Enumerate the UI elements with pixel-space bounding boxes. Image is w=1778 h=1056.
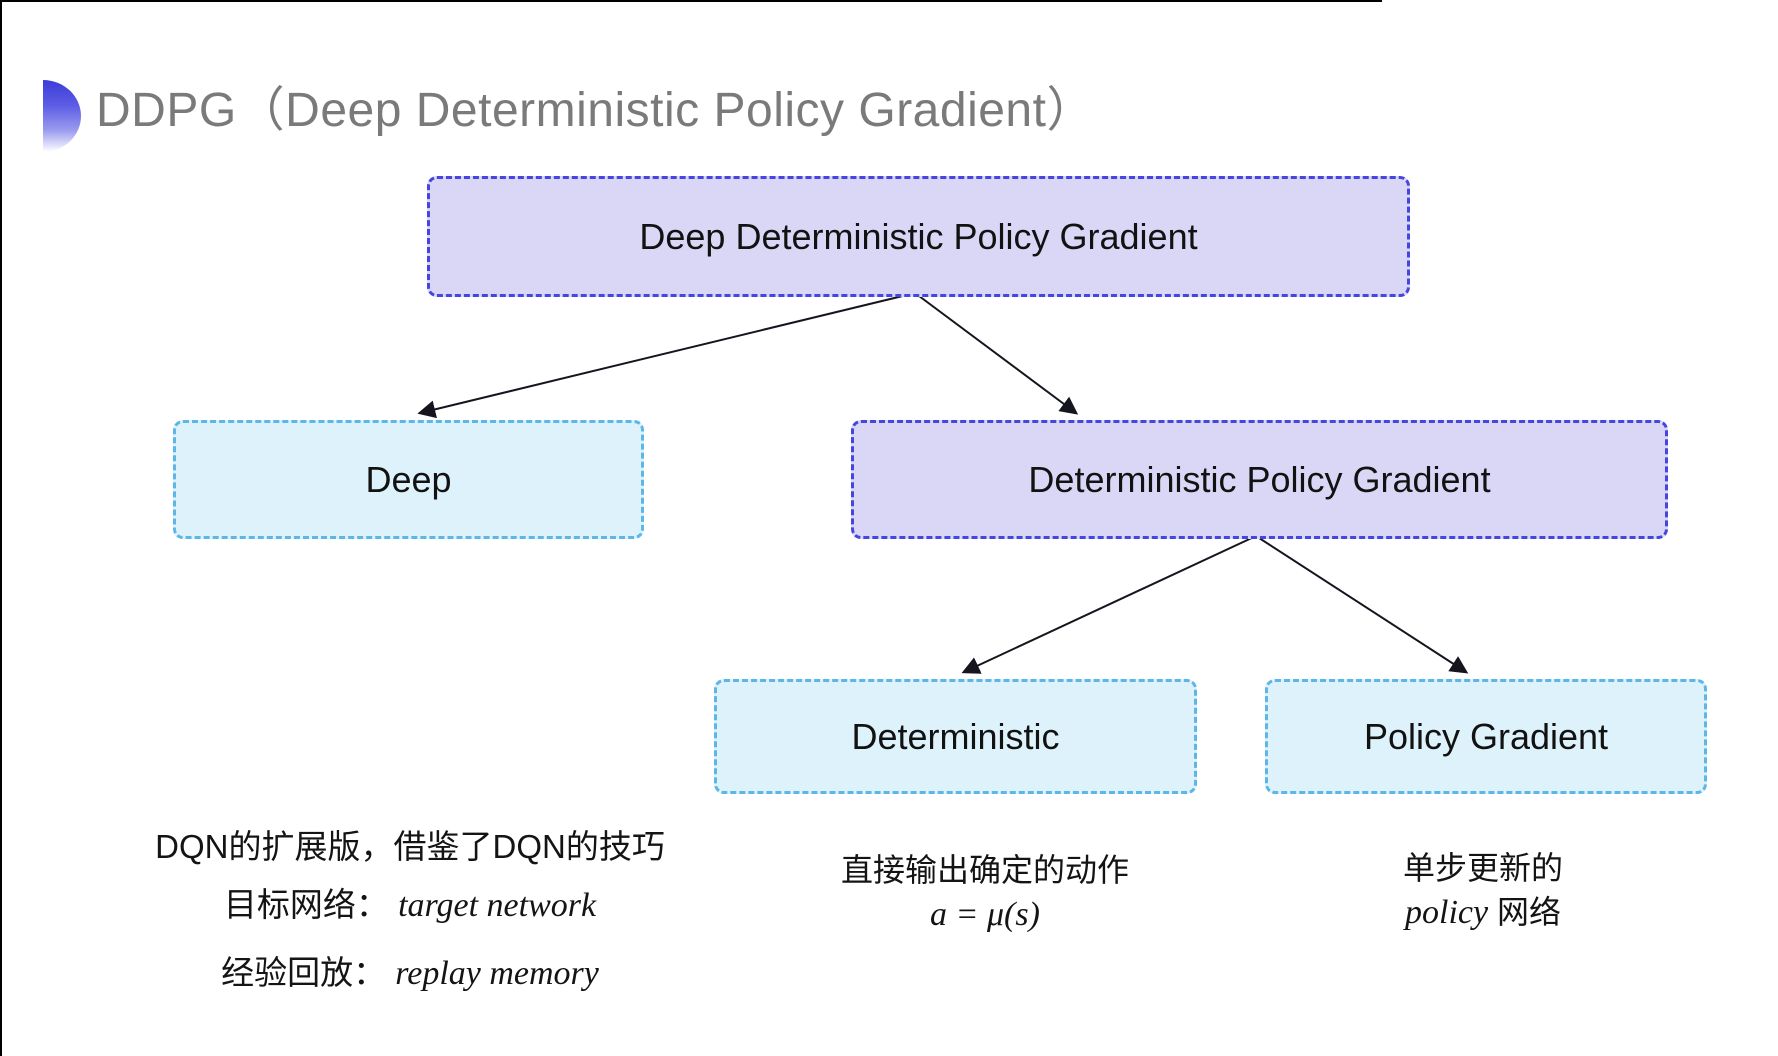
node-deterministic-policy-gradient: Deterministic Policy Gradient <box>851 420 1668 539</box>
node-policy-gradient-label: Policy Gradient <box>1363 715 1609 757</box>
notes-deterministic: 直接输出确定的动作 a = μ(s) <box>770 850 1200 935</box>
note-pg-line2: policy 网络 <box>1268 892 1698 933</box>
note-pg-suffix: 网络 <box>1488 894 1561 930</box>
note-deep-line2-label: 目标网络： <box>223 886 389 923</box>
note-pg-term: policy <box>1405 894 1489 931</box>
slide-left-border <box>0 0 2 1056</box>
note-deep-line1: DQN的扩展版，借鉴了DQN的技巧 <box>155 828 665 865</box>
arrow-dpg-to-deterministic <box>961 535 1257 674</box>
note-deep-line2-term: target network <box>398 887 597 924</box>
note-deep-line3-label: 经验回放： <box>221 954 387 991</box>
formula-a-mu-s: a = μ(s) <box>930 896 1040 933</box>
node-ddpg: Deep Deterministic Policy Gradient <box>427 176 1410 297</box>
note-det-formula: a = μ(s) <box>770 894 1200 935</box>
notes-deep: DQN的扩展版，借鉴了DQN的技巧 目标网络： target network 经… <box>120 826 700 995</box>
note-pg-line1: 单步更新的 <box>1402 850 1563 886</box>
notes-policy-gradient: 单步更新的 policy 网络 <box>1268 848 1698 933</box>
node-deterministic-label: Deterministic <box>851 715 1060 757</box>
note-deep-line3: 经验回放： replay memory <box>120 952 700 995</box>
note-deep-line3-term: replay memory <box>395 955 599 992</box>
node-deterministic: Deterministic <box>714 679 1197 794</box>
note-det-line1: 直接输出确定的动作 <box>840 852 1129 888</box>
node-dpg-label: Deterministic Policy Gradient <box>1028 458 1491 500</box>
note-deep-line2: 目标网络： target network <box>120 884 700 927</box>
arrow-root-to-deep <box>417 292 916 419</box>
node-ddpg-label: Deep Deterministic Policy Gradient <box>639 215 1198 257</box>
slide-top-border <box>0 0 1382 2</box>
node-deep: Deep <box>173 420 644 539</box>
node-policy-gradient: Policy Gradient <box>1265 679 1707 794</box>
arrow-root-to-dpg <box>914 292 1079 415</box>
page-title: DDPG（Deep Deterministic Policy Gradient） <box>96 84 1095 137</box>
title-bullet-icon <box>43 80 81 152</box>
slide-header: DDPG（Deep Deterministic Policy Gradient） <box>0 74 1778 154</box>
arrow-dpg-to-policy-gradient <box>1255 535 1469 674</box>
node-deep-label: Deep <box>365 458 452 500</box>
